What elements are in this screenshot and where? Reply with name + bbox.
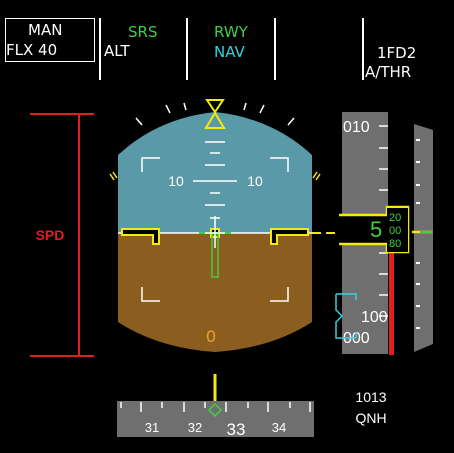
- fma-flex-temp: FLX 40: [6, 41, 58, 59]
- vs-ticks: [416, 139, 420, 329]
- fma-lateral-armed: NAV: [214, 43, 245, 61]
- flight-director-bars: [199, 216, 231, 278]
- altitude-drum-top: 20: [389, 212, 401, 224]
- fma-vertical-mode: SRS: [128, 23, 158, 41]
- fma-fd-status: 1FD2: [377, 44, 417, 62]
- altitude-drum-mid: 00: [389, 225, 401, 237]
- selected-altitude-bracket: [335, 293, 357, 339]
- altitude-window: [339, 216, 388, 244]
- fma-athr-status: A/THR: [365, 63, 412, 81]
- radio-altitude: 0: [206, 327, 215, 346]
- pitch-ladder: [193, 141, 237, 219]
- flight-mode-annunciator: MAN FLX 40 ALT SRS RWY NAV 1FD2 A/THR: [0, 0, 454, 85]
- bank-limit-icons: [109, 171, 321, 181]
- heading-ticks: [120, 402, 311, 412]
- baro-mode: QNH: [355, 410, 386, 426]
- thrust-mode-box: [5, 18, 95, 62]
- attitude-sphere: [118, 112, 312, 352]
- heading-label-34: 34: [272, 420, 286, 435]
- heading-label-33: 33: [227, 420, 246, 439]
- heading-tape: 31 32 33 34: [117, 374, 314, 439]
- ground-indicator-bar: [389, 243, 394, 355]
- altitude-drum-bg: [387, 208, 408, 252]
- fma-lateral-mode: RWY: [214, 23, 248, 41]
- altitude-tape: 010 000 100 5 20 00 80: [335, 112, 410, 355]
- altitude-ticks: [379, 125, 388, 317]
- fma-separator: [274, 18, 276, 80]
- heading-label-32: 32: [188, 420, 202, 435]
- sky: [118, 112, 312, 233]
- roll-scale: [135, 102, 295, 126]
- baro-setting: 1013: [355, 389, 386, 405]
- fma-armed-vertical: ALT: [104, 42, 130, 60]
- fma-separator: [186, 18, 188, 80]
- selected-altitude-value: 100: [361, 309, 388, 326]
- altitude-label-upper: 010: [343, 119, 370, 136]
- ground: [118, 233, 312, 352]
- pitch-label-left: 10: [168, 173, 184, 189]
- fd-brackets: [141, 157, 289, 302]
- speed-tape-failed: SPD: [30, 113, 94, 357]
- heading-tape-background: [117, 401, 314, 437]
- roll-index-icon: [204, 99, 226, 129]
- vertical-speed-scale: [412, 124, 433, 352]
- altitude-digit: 5: [370, 217, 382, 242]
- fma-thrust-mode: MAN: [28, 21, 63, 39]
- altitude-drum-bottom: 80: [389, 238, 401, 250]
- vs-background: [414, 124, 433, 352]
- pitch-label-right: 10: [247, 173, 263, 189]
- fma-separator: [99, 18, 101, 80]
- track-diamond-icon: [207, 402, 223, 418]
- fma-separator: [362, 18, 364, 80]
- speed-failure-flag: SPD: [36, 227, 65, 243]
- heading-label-31: 31: [145, 420, 159, 435]
